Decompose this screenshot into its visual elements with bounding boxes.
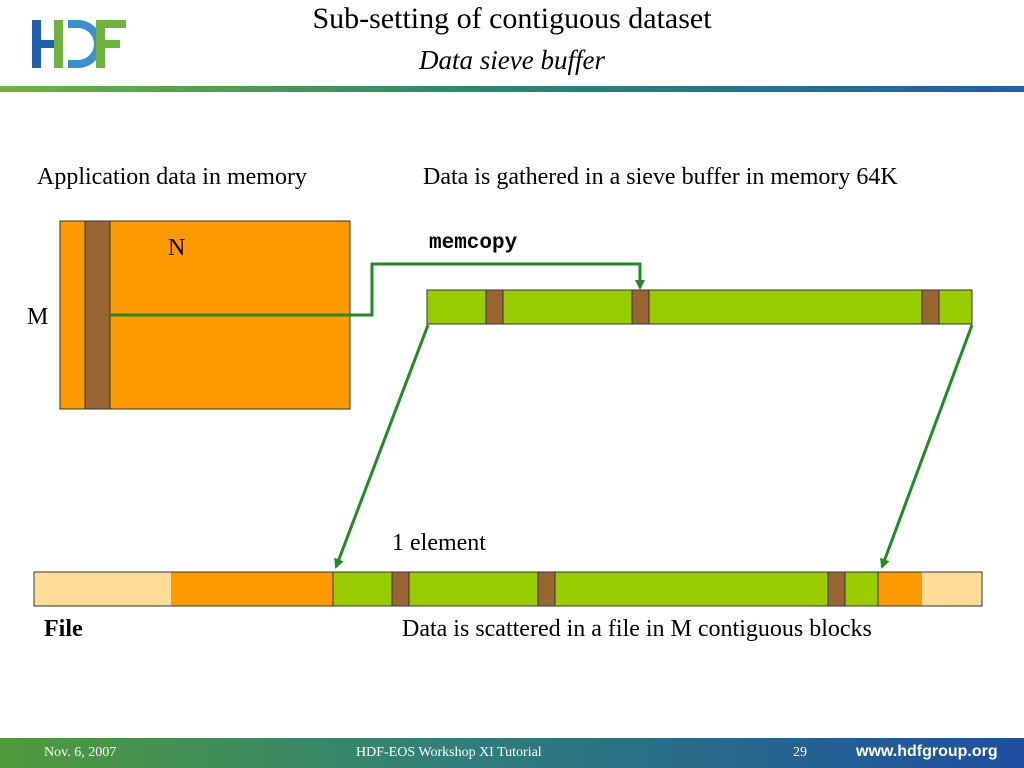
write-arrow-left bbox=[334, 324, 430, 569]
footer-url: www.hdfgroup.org bbox=[856, 743, 998, 760]
file-element bbox=[827, 571, 846, 607]
file-element bbox=[537, 571, 556, 607]
one-element-label: 1 element bbox=[392, 530, 486, 556]
n-dimension-label: N bbox=[168, 235, 186, 261]
footer-page-number: 29 bbox=[793, 745, 807, 760]
sieve-buffer bbox=[426, 289, 973, 325]
memory-column-highlight bbox=[84, 220, 111, 410]
write-arrow-right bbox=[880, 324, 974, 569]
footer-event: HDF-EOS Workshop XI Tutorial bbox=[356, 745, 542, 760]
sieve-element bbox=[921, 289, 940, 325]
hdf-logo bbox=[32, 20, 126, 68]
memcopy-label: memcopy bbox=[429, 232, 518, 255]
sieve-element bbox=[631, 289, 650, 325]
file-element bbox=[391, 571, 410, 607]
file-segment-sieve bbox=[332, 571, 879, 607]
sieve-buffer-label: Data is gathered in a sieve buffer in me… bbox=[423, 164, 898, 190]
m-dimension-label: M bbox=[27, 304, 49, 330]
memcopy-arrow bbox=[110, 262, 645, 317]
file-bar-outline bbox=[33, 571, 983, 607]
file-segment-orange bbox=[878, 572, 922, 606]
footer-date: Nov. 6, 2007 bbox=[44, 745, 117, 760]
slide-subtitle: Data sieve buffer bbox=[419, 45, 605, 75]
file-segment-orange bbox=[171, 572, 333, 606]
sieve-element bbox=[485, 289, 504, 325]
application-data-label: Application data in memory bbox=[37, 164, 307, 190]
file-label: File bbox=[44, 616, 83, 642]
slide-title: Sub-setting of contiguous dataset bbox=[312, 2, 712, 35]
scattered-label: Data is scattered in a file in M contigu… bbox=[402, 616, 872, 642]
slide-footer: Nov. 6, 2007 HDF-EOS Workshop XI Tutoria… bbox=[0, 738, 1024, 768]
header-divider bbox=[0, 86, 1024, 92]
